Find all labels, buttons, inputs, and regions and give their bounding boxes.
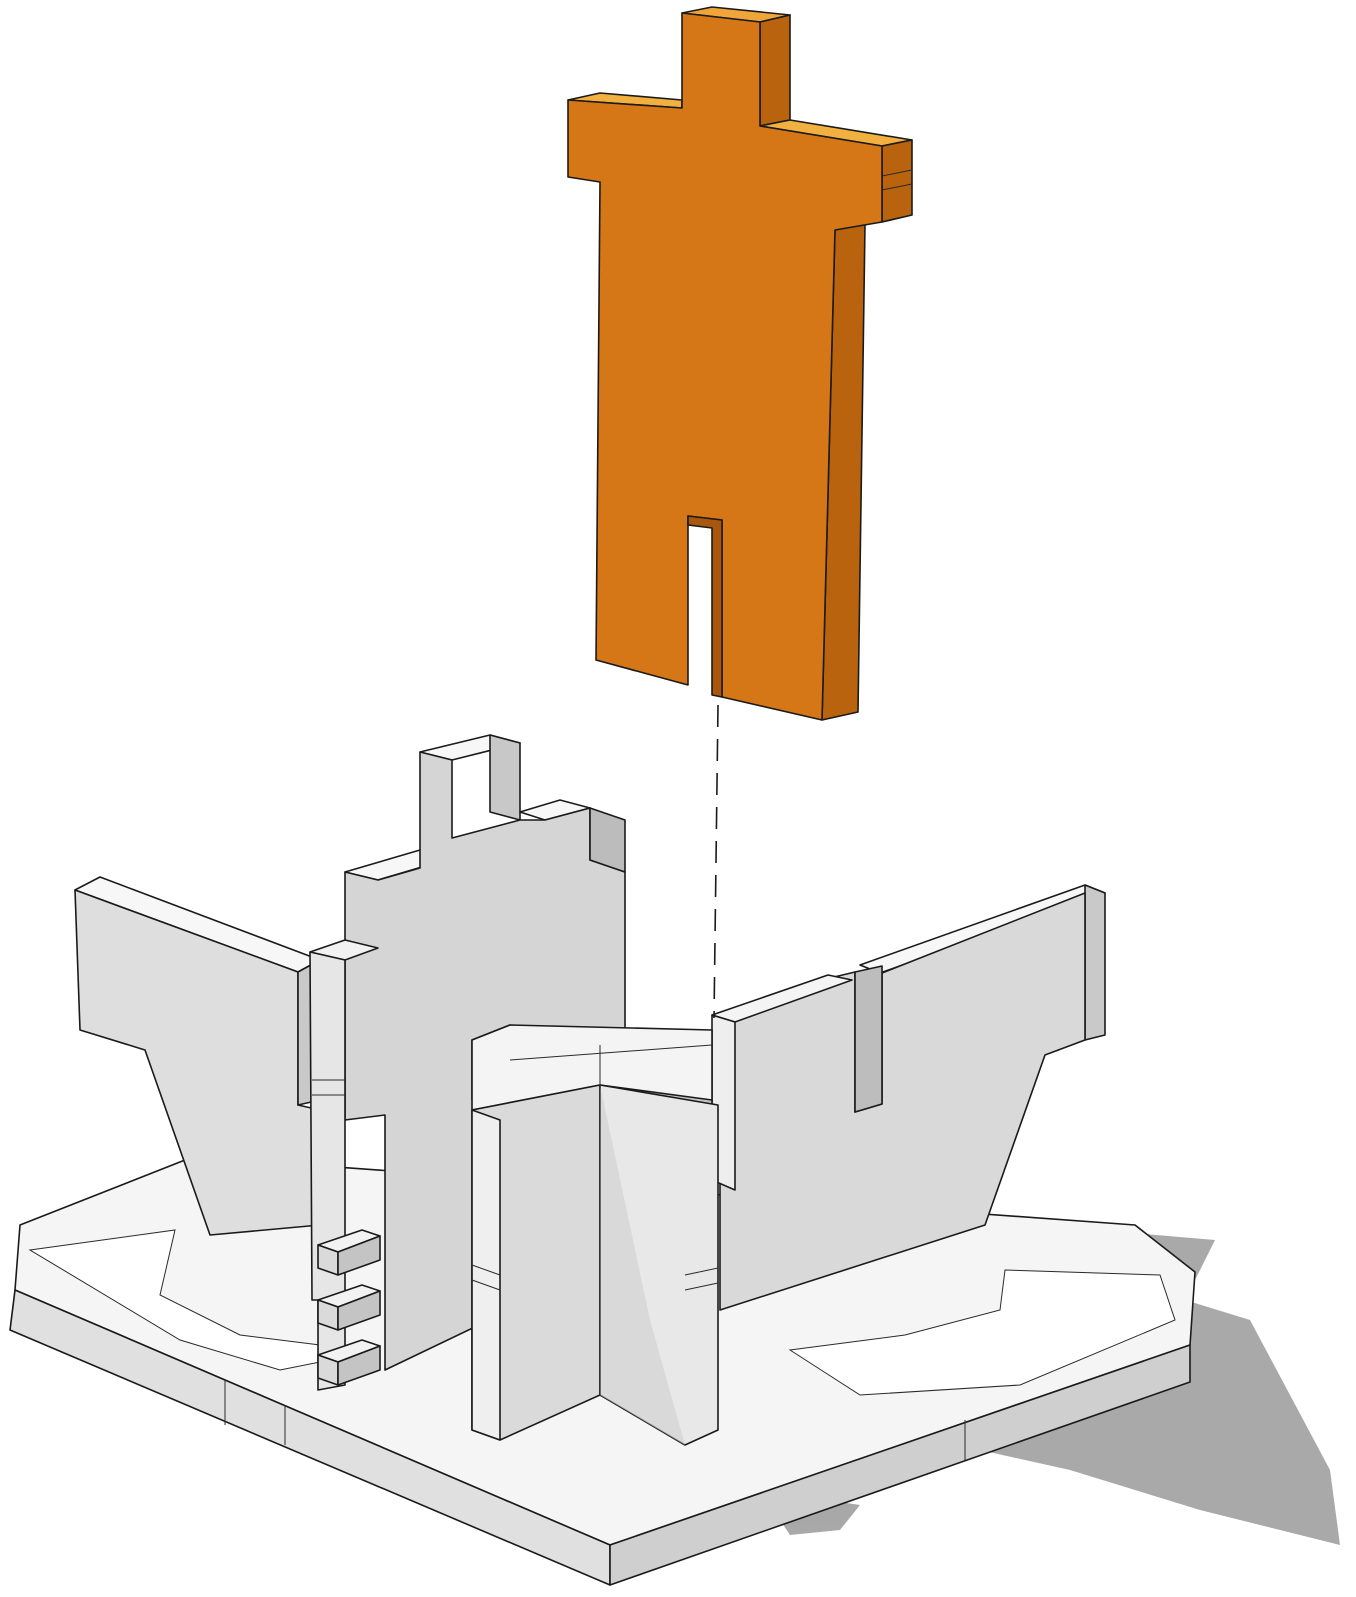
left-wing-wall — [75, 877, 320, 1235]
back-wall-side — [590, 808, 625, 872]
figure-head-side — [760, 15, 790, 126]
right-wing-side — [1085, 885, 1105, 1040]
figure-leg-slot — [688, 516, 722, 697]
left-wing-front — [75, 890, 320, 1235]
orange-figure — [568, 7, 912, 720]
cross-left-side — [472, 1110, 500, 1440]
front-cross-post — [472, 1025, 718, 1445]
interlock-tabs — [318, 1230, 380, 1385]
back-head-side — [490, 735, 520, 820]
assembly-guide-line — [714, 705, 718, 1018]
figure-arm-side — [882, 140, 912, 222]
right-wing-slot — [855, 966, 882, 1112]
